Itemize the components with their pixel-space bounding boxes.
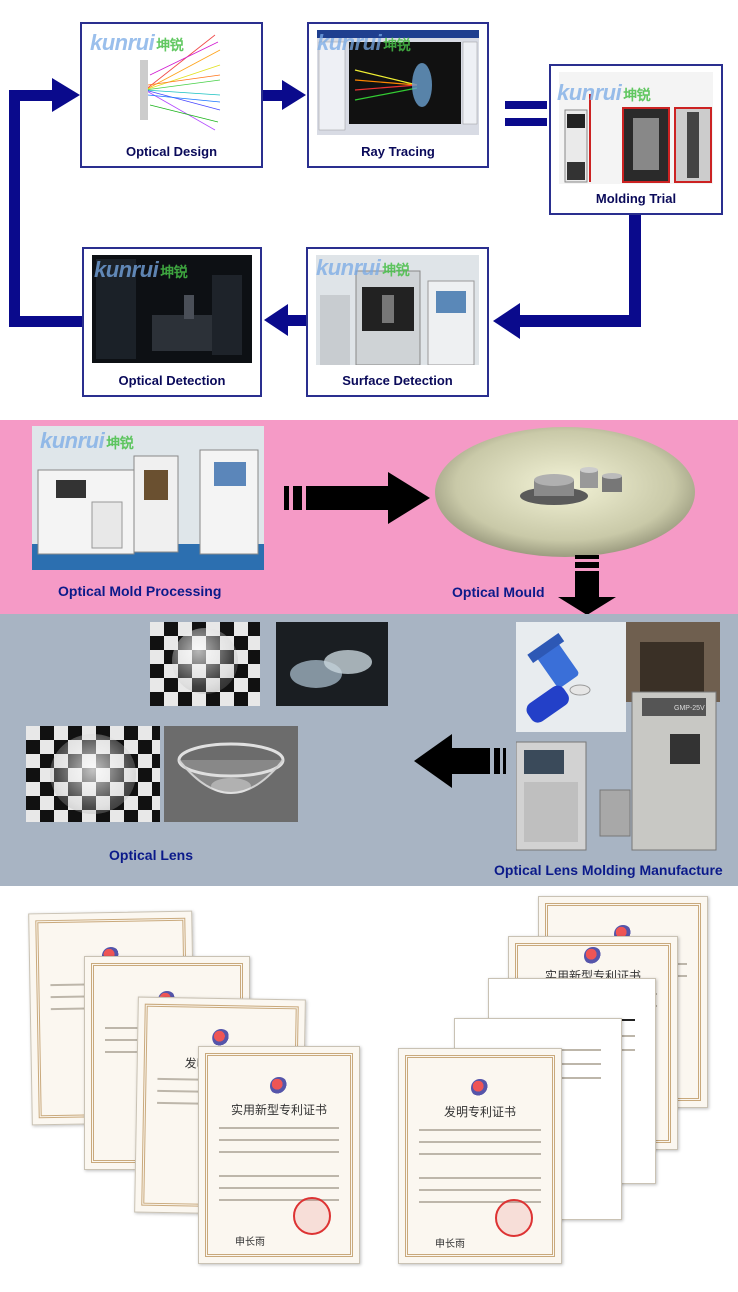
loop-right-bottom bbox=[515, 315, 641, 327]
bowl-lens bbox=[50, 734, 136, 814]
red-seal bbox=[495, 1199, 533, 1237]
equals-top-bar bbox=[505, 101, 547, 109]
patent-certificate-left-front: 实用新型专利证书 申长雨 bbox=[198, 1046, 360, 1264]
arrow-head bbox=[414, 734, 452, 788]
arrow-head bbox=[558, 597, 616, 615]
caption-optical-lens: Optical Lens bbox=[109, 847, 194, 863]
optical-mould-photo bbox=[435, 427, 695, 557]
arrow-dash-1 bbox=[494, 748, 500, 774]
arrow-dash-1 bbox=[575, 555, 599, 559]
loop-right-vertical bbox=[629, 215, 641, 327]
lens-section: GMP-25V Optical Lens Optical Lens Moldin… bbox=[0, 614, 738, 886]
arrow-shaft bbox=[575, 571, 599, 599]
patent-certificate-right-front: 发明专利证书 申长雨 bbox=[398, 1048, 562, 1264]
arrow-manufacture-to-lens bbox=[414, 734, 506, 788]
loop-left-vertical bbox=[9, 90, 20, 327]
ray-tracing-label: Ray Tracing bbox=[361, 144, 435, 159]
lens-photo-dark bbox=[276, 622, 388, 706]
patents-section: 发明专利证书 实用新型专利证书 申长雨 实用新型专利证书 发明专利证书 申长雨 bbox=[0, 886, 738, 1292]
arrow-into-surface-detection bbox=[493, 303, 520, 339]
patent-title-utility-left: 实用新型专利证书 bbox=[230, 1103, 327, 1117]
equals-bottom-bar bbox=[505, 118, 547, 126]
arrow-surface-to-optical-head bbox=[264, 304, 288, 336]
lens-photo-checker-bowl bbox=[26, 726, 160, 822]
arrow-dash-2 bbox=[293, 486, 302, 510]
lens-molding-machine-photo: GMP-25V bbox=[516, 622, 720, 851]
caption-optical-lens-molding-manufacture: Optical Lens Molding Manufacture bbox=[494, 862, 723, 878]
mold-processing-photo bbox=[32, 426, 264, 570]
lens-photo-bowl bbox=[164, 726, 298, 822]
optical-detection-image bbox=[92, 255, 252, 363]
loop-left-bottom bbox=[9, 316, 84, 327]
arrow-mould-to-manufacture bbox=[558, 555, 616, 615]
dome-lens bbox=[172, 628, 238, 694]
ray-tracing-image bbox=[317, 30, 479, 135]
loop-left-top bbox=[9, 90, 57, 101]
molding-trial-image bbox=[559, 72, 713, 184]
signature: 申长雨 bbox=[435, 1239, 465, 1250]
caption-optical-mould: Optical Mould bbox=[452, 584, 545, 600]
arrow-into-optical-design bbox=[52, 78, 80, 112]
arrow-shaft bbox=[306, 486, 390, 510]
red-seal bbox=[293, 1197, 331, 1235]
patent-title-invention-right: 发明专利证书 bbox=[443, 1105, 516, 1119]
arrow-dash-2 bbox=[575, 562, 599, 568]
surface-detection-image bbox=[316, 255, 479, 365]
arrow-shaft bbox=[450, 748, 490, 774]
arrow-surface-to-optical-shaft bbox=[285, 315, 307, 326]
surface-detection-label: Surface Detection bbox=[342, 373, 453, 388]
arrow-design-to-ray-head bbox=[282, 80, 306, 110]
caption-optical-mold-processing: Optical Mold Processing bbox=[58, 583, 222, 599]
machine-badge: GMP-25V bbox=[674, 705, 705, 712]
optical-design-label: Optical Design bbox=[125, 144, 218, 159]
optical-detection-label: Optical Detection bbox=[118, 373, 226, 388]
signature: 申长雨 bbox=[235, 1237, 265, 1248]
molding-trial-label: Molding Trial bbox=[595, 191, 677, 206]
lens-photo-checker-dome bbox=[150, 622, 260, 706]
arrow-head bbox=[388, 472, 430, 524]
arrow-dash-2 bbox=[503, 748, 506, 774]
process-loop-arrows bbox=[9, 78, 641, 339]
optical-design-image bbox=[90, 30, 253, 135]
arrow-design-to-ray-shaft bbox=[263, 90, 285, 101]
arrow-processing-to-mould bbox=[284, 472, 430, 524]
arrow-dash-1 bbox=[284, 486, 289, 510]
